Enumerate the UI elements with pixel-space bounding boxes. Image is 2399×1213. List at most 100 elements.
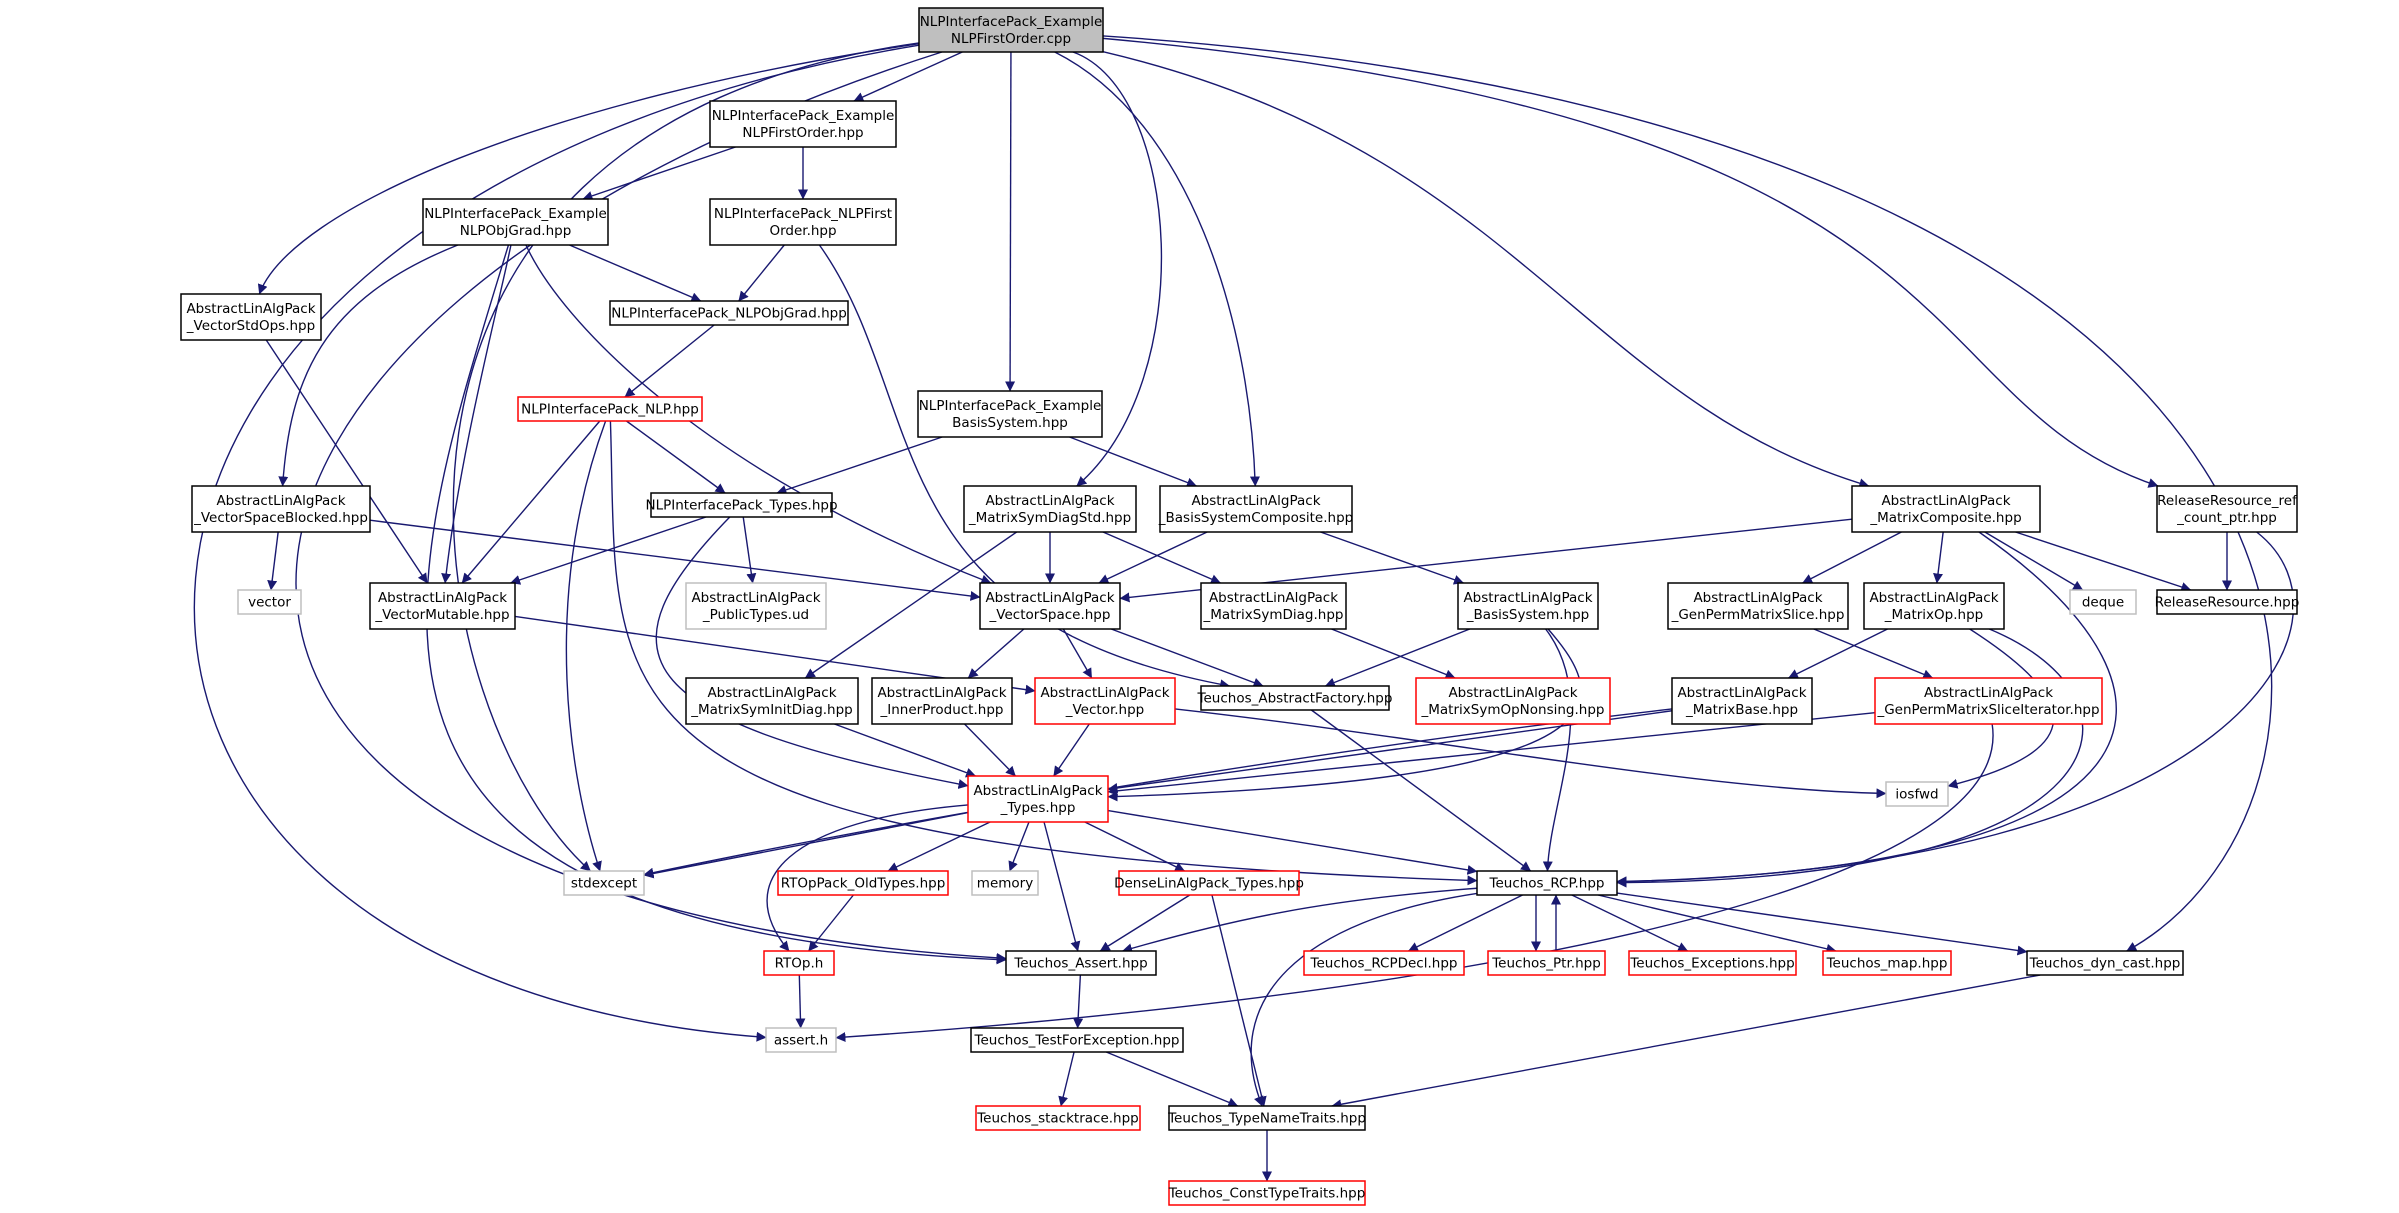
node-deque[interactable]: deque xyxy=(2069,589,2137,615)
node-label: _VectorMutable.hpp xyxy=(374,607,509,623)
node-box xyxy=(1487,950,1606,976)
node-dlaTypes[interactable]: DenseLinAlgPack_Types.hpp xyxy=(1114,870,1304,896)
node-rcpDecl[interactable]: Teuchos_RCPDecl.hpp xyxy=(1303,950,1465,976)
node-testForExc[interactable]: Teuchos_TestForException.hpp xyxy=(970,1027,1184,1053)
node-box xyxy=(2069,589,2137,615)
edge-nlpHpp-to-stdexcept xyxy=(565,420,607,872)
node-box xyxy=(970,1027,1184,1053)
node-vecStdOps[interactable]: AbstractLinAlgPack_VectorStdOps.hpp xyxy=(180,293,322,341)
edge-root-to-assertHpp xyxy=(295,51,1007,963)
node-box xyxy=(2156,589,2298,615)
node-assertHpp[interactable]: Teuchos_Assert.hpp xyxy=(1005,950,1157,976)
node-stdexcept[interactable]: stdexcept xyxy=(563,870,645,896)
node-box xyxy=(1667,582,1849,630)
node-absFactory[interactable]: Teuchos_AbstractFactory.hpp xyxy=(1197,685,1393,711)
node-label: NLPInterfacePack_NLP.hpp xyxy=(521,402,699,418)
node-vector[interactable]: vector xyxy=(237,589,302,615)
node-msInitDiag[interactable]: AbstractLinAlgPack_MatrixSymInitDiag.hpp xyxy=(685,677,859,725)
node-label: Teuchos_Assert.hpp xyxy=(1013,956,1147,972)
edge-basisSys-to-rcp xyxy=(1542,628,1572,872)
node-label: AbstractLinAlgPack xyxy=(691,590,820,606)
node-assertH[interactable]: assert.h xyxy=(765,1027,837,1053)
node-dynCast[interactable]: Teuchos_dyn_cast.hpp xyxy=(2026,950,2184,976)
node-exceptions[interactable]: Teuchos_Exceptions.hpp xyxy=(1628,950,1797,976)
node-iosfwd[interactable]: iosfwd xyxy=(1885,781,1949,807)
node-label: assert.h xyxy=(774,1033,828,1049)
edge-nlpTypes-to-publicTypes xyxy=(742,516,757,584)
edge-vecStdOps-to-vecMutable xyxy=(265,339,428,584)
node-constTypeTraits[interactable]: Teuchos_ConstTypeTraits.hpp xyxy=(1168,1180,1366,1206)
node-label: Teuchos_Ptr.hpp xyxy=(1491,956,1601,972)
node-gpmSliceIter[interactable]: AbstractLinAlgPack_GenPermMatrixSliceIte… xyxy=(1874,677,2103,725)
edge-nlpHpp-to-rcp xyxy=(609,420,1478,886)
node-label: AbstractLinAlgPack xyxy=(1191,493,1320,509)
node-vecMutable[interactable]: AbstractLinAlgPack_VectorMutable.hpp xyxy=(369,582,516,630)
node-box xyxy=(918,7,1104,53)
node-gpmSlice[interactable]: AbstractLinAlgPack_GenPermMatrixSlice.hp… xyxy=(1667,582,1849,630)
node-nlpObjGrad[interactable]: NLPInterfacePack_NLPObjGrad.hpp xyxy=(609,300,849,326)
node-msdStd[interactable]: AbstractLinAlgPack_MatrixSymDiagStd.hpp xyxy=(963,485,1137,533)
edge-rcp-to-rcpDecl xyxy=(1408,894,1523,952)
edge-alaTypes-to-rtOldTypes xyxy=(887,821,991,872)
node-box xyxy=(917,390,1103,438)
node-publicTypes[interactable]: AbstractLinAlgPack_PublicTypes.ud xyxy=(685,582,827,630)
node-ptr[interactable]: Teuchos_Ptr.hpp xyxy=(1487,950,1606,976)
node-label: _VectorStdOps.hpp xyxy=(186,318,315,334)
node-relResource[interactable]: ReleaseResource.hpp xyxy=(2155,589,2300,615)
node-matBase[interactable]: AbstractLinAlgPack_MatrixBase.hpp xyxy=(1671,677,1813,725)
node-stacktrace[interactable]: Teuchos_stacktrace.hpp xyxy=(975,1105,1141,1131)
node-msOpNonsing[interactable]: AbstractLinAlgPack_MatrixSymOpNonsing.hp… xyxy=(1415,677,1611,725)
node-box xyxy=(763,950,835,976)
node-relRefCount[interactable]: ReleaseResource_ref_count_ptr.hpp xyxy=(2156,485,2298,533)
node-basisSys[interactable]: AbstractLinAlgPack_BasisSystem.hpp xyxy=(1457,582,1599,630)
node-label: BasisSystem.hpp xyxy=(952,415,1068,431)
node-vecHpp[interactable]: AbstractLinAlgPack_Vector.hpp xyxy=(1034,677,1176,725)
node-box xyxy=(1159,485,1353,533)
node-label: NLPFirstOrder.cpp xyxy=(951,31,1071,47)
node-label: _InnerProduct.hpp xyxy=(880,702,1004,718)
node-box xyxy=(1874,677,2103,725)
node-rcp[interactable]: Teuchos_RCP.hpp xyxy=(1476,870,1618,896)
node-typeNameTraits[interactable]: Teuchos_TypeNameTraits.hpp xyxy=(1167,1105,1366,1131)
node-matOp[interactable]: AbstractLinAlgPack_MatrixOp.hpp xyxy=(1863,582,2005,630)
node-label: AbstractLinAlgPack xyxy=(973,783,1102,799)
node-box xyxy=(709,198,897,246)
node-matComposite[interactable]: AbstractLinAlgPack_MatrixComposite.hpp xyxy=(1851,485,2041,533)
node-box xyxy=(975,1105,1141,1131)
node-nlpFirstOrder[interactable]: NLPInterfacePack_NLPFirstOrder.hpp xyxy=(709,198,897,246)
node-box xyxy=(422,198,609,246)
node-box xyxy=(1034,677,1176,725)
node-box xyxy=(563,870,645,896)
node-box xyxy=(971,870,1039,896)
node-label: AbstractLinAlgPack xyxy=(985,590,1114,606)
node-root[interactable]: NLPInterfacePack_ExampleNLPFirstOrder.cp… xyxy=(918,7,1104,53)
node-label: Teuchos_RCPDecl.hpp xyxy=(1310,956,1458,972)
node-exFirstHpp[interactable]: NLPInterfacePack_ExampleNLPFirstOrder.hp… xyxy=(709,100,897,148)
node-box xyxy=(963,485,1137,533)
node-label: _Vector.hpp xyxy=(1065,702,1145,718)
node-box xyxy=(1822,950,1952,976)
node-nlpTypes[interactable]: NLPInterfacePack_Types.hpp xyxy=(645,492,838,518)
node-rtOldTypes[interactable]: RTOpPack_OldTypes.hpp xyxy=(777,870,949,896)
edge-root-to-bsComposite xyxy=(1054,51,1260,487)
node-bsComposite[interactable]: AbstractLinAlgPack_BasisSystemComposite.… xyxy=(1158,485,1353,533)
node-box xyxy=(979,582,1121,630)
node-label: Teuchos_ConstTypeTraits.hpp xyxy=(1168,1186,1366,1202)
node-vsBlocked[interactable]: AbstractLinAlgPack_VectorSpaceBlocked.hp… xyxy=(191,485,371,533)
node-innerProd[interactable]: AbstractLinAlgPack_InnerProduct.hpp xyxy=(871,677,1013,725)
node-rtop[interactable]: RTOp.h xyxy=(763,950,835,976)
node-msDiag[interactable]: AbstractLinAlgPack_MatrixSymDiag.hpp xyxy=(1200,582,1347,630)
node-vecSpace[interactable]: AbstractLinAlgPack_VectorSpace.hpp xyxy=(979,582,1121,630)
node-memory[interactable]: memory xyxy=(971,870,1039,896)
edge-vsBlocked-to-vector xyxy=(267,531,279,591)
node-alaTypes[interactable]: AbstractLinAlgPack_Types.hpp xyxy=(967,775,1109,823)
edge-vecHpp-to-alaTypes xyxy=(1053,723,1090,777)
node-label: AbstractLinAlgPack xyxy=(707,685,836,701)
edge-absFactory-to-rcp xyxy=(1310,709,1532,872)
node-nlpHpp[interactable]: NLPInterfacePack_NLP.hpp xyxy=(517,396,703,422)
node-box xyxy=(191,485,371,533)
edge-vecSpace-to-vecHpp xyxy=(1062,628,1093,679)
node-map[interactable]: Teuchos_map.hpp xyxy=(1822,950,1952,976)
